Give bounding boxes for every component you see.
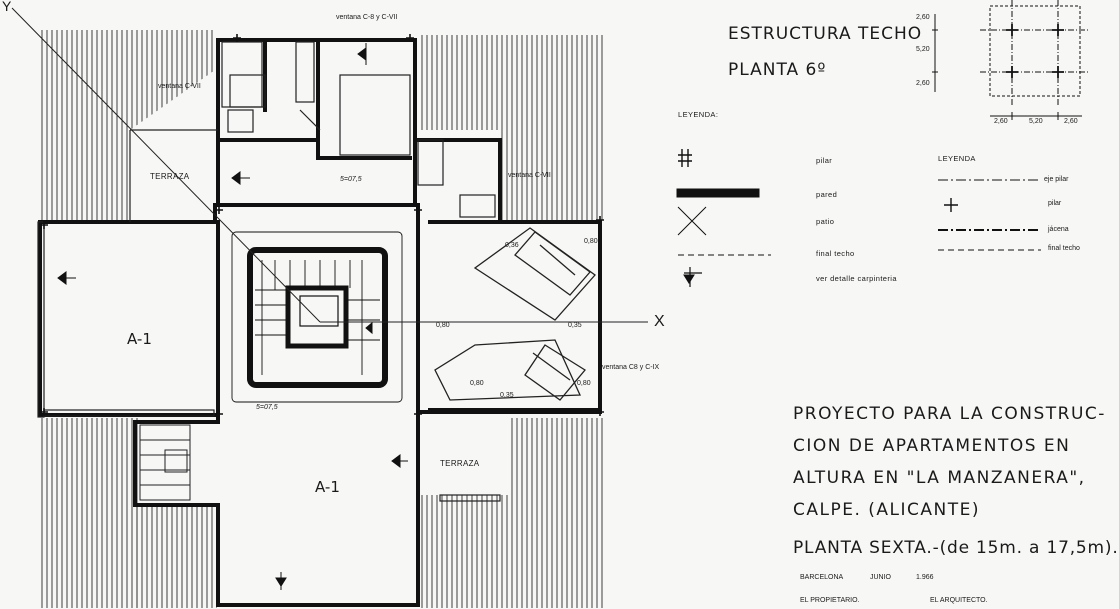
legend-left-symbols	[676, 149, 771, 287]
window-label-left: ventana C-VII	[158, 83, 201, 90]
legend-item-pared: pared	[816, 190, 838, 199]
side-stair	[139, 424, 191, 501]
terrace-label-bottom: TERRAZA	[440, 459, 480, 468]
axis-lines	[11, 7, 648, 323]
thin-walls	[37, 41, 501, 502]
window-label-right: ventana C-VII	[508, 172, 551, 179]
project-year: 1.966	[916, 574, 934, 581]
dimension-035-a: 0,35	[568, 322, 582, 329]
terrace-hatching	[38, 30, 603, 608]
legend-item-patio: patio	[816, 217, 835, 226]
project-line-2: CION DE APARTAMENTOS EN	[793, 436, 1071, 456]
window-label-top: ventana C-8 y C-VII	[336, 14, 398, 21]
project-month: JUNIO	[870, 574, 891, 581]
project-place: BARCELONA	[800, 574, 844, 581]
walls	[38, 38, 602, 607]
handwritten-note-1: 5=07,5	[340, 176, 362, 183]
grid-dim-bottom-3: 2,60	[1064, 118, 1078, 125]
drawing-subtitle: PLANTA 6º	[728, 60, 827, 80]
dimension-080-b: 0,80	[436, 322, 450, 329]
legend-item-final-techo-right: final techo	[1048, 245, 1080, 252]
legend-right-symbols	[938, 179, 1041, 251]
project-line-1: PROYECTO PARA LA CONSTRUC-	[793, 404, 1106, 424]
signature-architect: EL ARQUITECTO.	[930, 597, 988, 604]
dimension-080-d: 0,80	[577, 380, 591, 387]
legend-left-heading: LEYENDA:	[678, 110, 719, 119]
dimension-080-c: 0,80	[470, 380, 484, 387]
legend-item-pilar-right: pilar	[1048, 200, 1062, 207]
handwritten-note-2: 5=07,5	[256, 404, 278, 411]
grid-dim-left-1: 2,60	[916, 14, 930, 21]
dimension-036: 0,36	[505, 242, 519, 249]
project-line-5: PLANTA SEXTA.-(de 15m. a 17,5m).	[793, 538, 1119, 558]
legend-item-carpinteria: ver detalle carpinteria	[816, 274, 897, 283]
signature-owner: EL PROPIETARIO.	[800, 597, 860, 604]
legend-item-final-techo: final techo	[816, 249, 855, 258]
section-markers	[57, 43, 408, 590]
grid-dim-left-2: 5,20	[916, 46, 930, 53]
project-line-4: CALPE. (ALICANTE)	[793, 500, 980, 520]
project-line-3: ALTURA EN "LA MANZANERA",	[793, 468, 1086, 488]
terrace-label-left: TERRAZA	[150, 172, 190, 181]
legend-right-heading: LEYENDA	[938, 154, 976, 163]
living-room-furniture	[434, 227, 596, 401]
stair-core	[231, 231, 403, 403]
window-label-mid: ventana C8 y C-IX	[602, 364, 660, 371]
dimension-080-a: 0,80	[584, 238, 598, 245]
axis-x-label: X	[654, 313, 665, 330]
legend-item-jacena: jácena	[1048, 226, 1069, 233]
dimension-035-b: 0,35	[500, 392, 514, 399]
drawing-title: ESTRUCTURA TECHO	[728, 24, 923, 44]
grid-dim-bottom-1: 2,60	[994, 118, 1008, 125]
apartment-label-bottom: A-1	[315, 478, 340, 496]
legend-item-eje-pilar: eje pilar	[1044, 176, 1069, 183]
pillar-markers	[40, 34, 604, 418]
apartment-label-left: A-1	[127, 330, 152, 348]
grid-dim-bottom-2: 5,20	[1029, 118, 1043, 125]
column-grid-key	[932, 0, 1090, 120]
grid-dim-left-3: 2,60	[916, 80, 930, 87]
legend-item-pilar: pilar	[816, 156, 833, 165]
axis-y-label: Y	[2, 0, 12, 14]
